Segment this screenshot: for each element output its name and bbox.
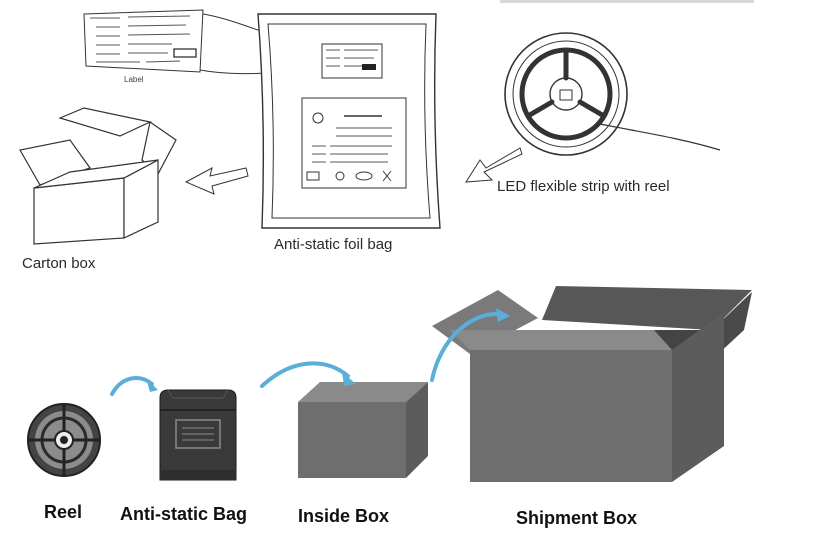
label-card xyxy=(83,9,204,73)
carton-box-caption: Carton box xyxy=(22,255,96,272)
step-label-shipment-box: Shipment Box xyxy=(516,508,638,528)
anti-static-bag-icon xyxy=(159,389,237,481)
reel-icon xyxy=(27,403,101,477)
reel-to-bag-arrow-blue xyxy=(110,376,154,396)
reel-caption: LED flexible strip with reel xyxy=(497,178,670,195)
label-caption: Label xyxy=(124,75,144,84)
foil-bag xyxy=(257,13,441,229)
inside-box-icon xyxy=(298,382,428,478)
arrow-heads xyxy=(146,308,510,392)
reel-to-bag-arrow xyxy=(465,147,523,183)
step-label-inside-box: Inside Box xyxy=(298,506,390,526)
bag-to-box-arrow-blue xyxy=(260,361,350,388)
carton-box-outline xyxy=(19,107,177,245)
led-reel xyxy=(504,32,721,156)
step-label-anti-static-bag: Anti-static Bag xyxy=(120,504,248,524)
bag-to-carton-arrow xyxy=(184,167,249,195)
shipment-box-icon xyxy=(432,286,752,482)
foil-bag-caption: Anti-static foil bag xyxy=(274,236,393,253)
step-label-reel: Reel xyxy=(44,502,83,522)
top-edge-strip xyxy=(500,0,754,3)
box-to-shipment-arrow-blue xyxy=(430,311,502,382)
